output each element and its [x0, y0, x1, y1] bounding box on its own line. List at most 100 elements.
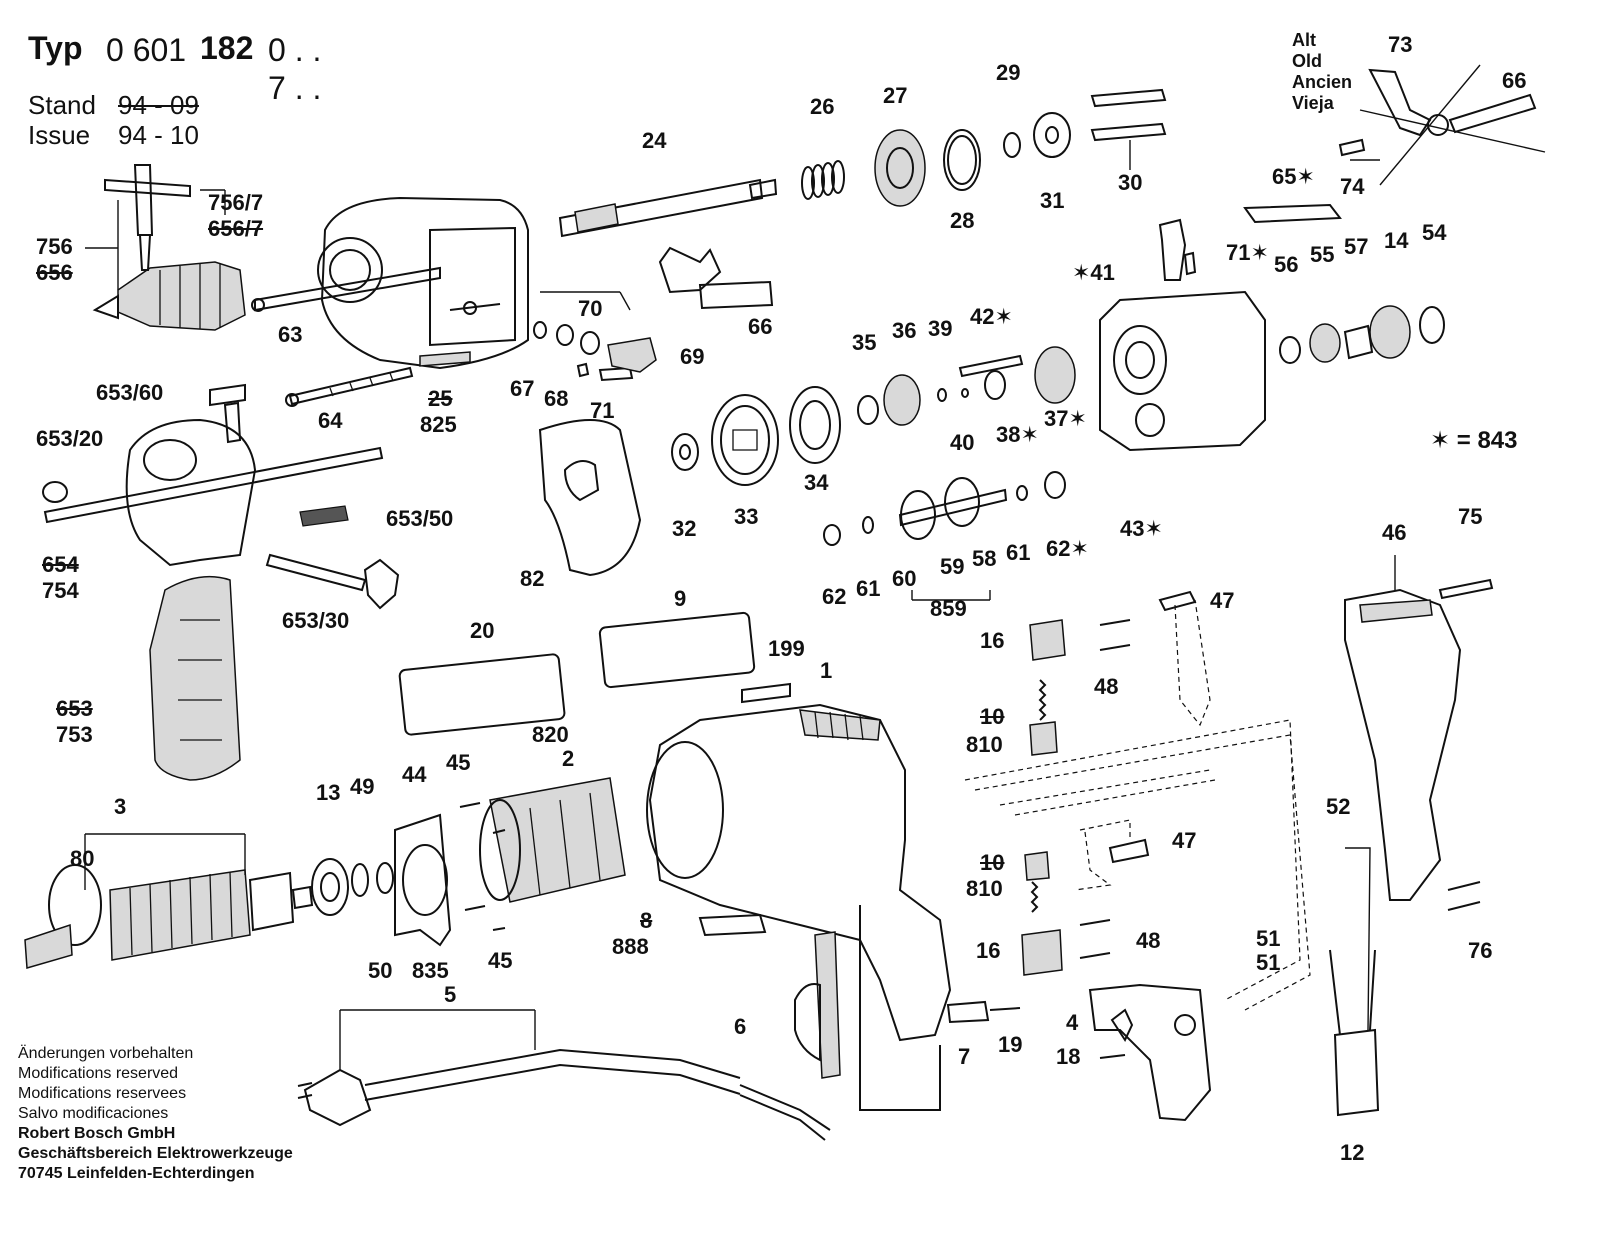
clamp-screw: [265, 553, 400, 610]
intermediate-shaft: [558, 178, 778, 238]
type-suffix-primary: 0 . .: [268, 32, 322, 68]
part-label-37: 37✶: [1044, 406, 1087, 431]
part-label-8: 8: [640, 908, 653, 933]
part-label-70: 70: [578, 296, 603, 321]
part-label-18: 18: [1056, 1044, 1081, 1069]
gear-set: [671, 374, 969, 486]
air-guide: [394, 813, 452, 947]
type-number-model: 182: [200, 30, 254, 66]
stand-value: 94 - 09: [118, 90, 199, 120]
part-label-38: 38✶: [996, 422, 1039, 447]
part-label-69: 69: [680, 344, 705, 369]
rating-plate: [398, 653, 566, 736]
spindle: [251, 266, 441, 312]
issue-value: 94 - 10: [118, 120, 199, 150]
part-label-6: 6: [734, 1014, 747, 1039]
part-label-825: 825: [420, 412, 457, 437]
compression-spring: [801, 160, 845, 200]
part-label-45-lower: 45: [488, 948, 513, 973]
small-label: [741, 682, 791, 704]
armature: [24, 864, 314, 969]
part-label-27: 27: [883, 83, 908, 108]
cable-protector: [794, 931, 841, 1079]
part-label-756: 756: [36, 234, 73, 259]
part-label-73: 73: [1388, 32, 1413, 57]
clamp-pad: [299, 505, 349, 527]
depth-stop: [43, 446, 384, 524]
part-label-16-lower: 16: [976, 938, 1001, 963]
part-label-60: 60: [892, 566, 917, 591]
part-label-48-lower: 48: [1136, 928, 1161, 953]
small-parts-group: [533, 321, 657, 382]
part-label-753: 753: [56, 722, 93, 747]
part-label-68: 68: [544, 386, 569, 411]
part-label-36: 36: [892, 318, 917, 343]
field-screws: [459, 802, 506, 931]
part-label-41: ✶41: [1072, 260, 1115, 285]
part-label-5: 5: [444, 982, 457, 1007]
legend-star-meaning: ✶ = 843: [1430, 427, 1518, 454]
part-label-653-30: 653/30: [282, 608, 350, 633]
part-label-55: 55: [1310, 242, 1335, 267]
part-label-67: 67: [510, 376, 535, 401]
part-label-51-lower: 51: [1256, 950, 1281, 975]
footer-notice: Änderungen vorbehalten Modifications res…: [18, 1044, 293, 1184]
part-label-754: 754: [42, 578, 79, 603]
part-label-43: 43✶: [1120, 516, 1163, 541]
legend-old-de: Alt: [1292, 30, 1316, 50]
part-label-19: 19: [998, 1032, 1023, 1057]
part-label-810: 810: [966, 732, 1003, 757]
part-label-653-20: 653/20: [36, 426, 104, 451]
legend-old-fr: Ancien: [1292, 72, 1353, 92]
locking-pin: [1158, 218, 1197, 281]
part-label-46: 46: [1382, 520, 1407, 545]
part-label-47: 47: [1210, 588, 1235, 613]
part-label-59: 59: [940, 554, 965, 579]
washer: [1033, 112, 1071, 158]
part-label-4: 4: [1066, 1010, 1079, 1035]
part-label-80: 80: [70, 846, 95, 871]
type-label: Typ: [28, 30, 83, 66]
stand-label: Stand: [28, 90, 96, 120]
type-suffix-secondary: 7 . .: [268, 70, 322, 106]
part-label-13: 13: [316, 780, 341, 805]
part-label-653-50: 653/50: [386, 506, 454, 531]
part-label-45: 45: [446, 750, 471, 775]
part-label-71: 71: [590, 398, 615, 423]
footer-address: 70745 Leinfelden-Echterdingen: [18, 1165, 255, 1182]
footer-company: Robert Bosch GmbH: [18, 1125, 176, 1142]
gasket: [538, 419, 642, 577]
capacitor: [1329, 847, 1380, 1117]
part-label-28: 28: [950, 208, 975, 233]
part-label-58: 58: [972, 546, 997, 571]
part-label-42: 42✶: [970, 304, 1013, 329]
part-label-25: 25: [428, 386, 453, 411]
carbon-brush: [1029, 721, 1058, 756]
part-label-10-lower: 10: [980, 850, 1005, 875]
handle-bolt: [209, 383, 246, 444]
part-label-654: 654: [42, 552, 79, 577]
type-number-prefix: 0 601: [106, 32, 187, 68]
part-label-40: 40: [950, 430, 975, 455]
part-label-859: 859: [930, 596, 967, 621]
motor-housing: [646, 703, 952, 1042]
part-label-9: 9: [674, 586, 687, 611]
footer-line-de: Änderungen vorbehalten: [18, 1045, 194, 1062]
legend-old-es: Vieja: [1292, 93, 1334, 113]
part-label-39: 39: [928, 316, 953, 341]
handle-nut: [42, 481, 68, 503]
part-label-12: 12: [1340, 1140, 1365, 1165]
legend-old-en: Old: [1292, 51, 1322, 71]
footer-division: Geschäftsbereich Elektrowerkzeuge: [18, 1145, 293, 1162]
part-label-24: 24: [642, 128, 667, 153]
part-label-61: 61: [856, 576, 881, 601]
rubber-ring: [376, 862, 394, 894]
bearing-flange: [1099, 290, 1266, 452]
part-label-65: 65✶: [1272, 164, 1315, 189]
drill-chuck: [92, 261, 246, 331]
wiring: [964, 590, 1311, 1011]
retaining-ring: [943, 129, 981, 191]
part-label-31: 31: [1040, 188, 1065, 213]
shim-plate: [1243, 203, 1342, 224]
part-label-26: 26: [810, 94, 835, 119]
